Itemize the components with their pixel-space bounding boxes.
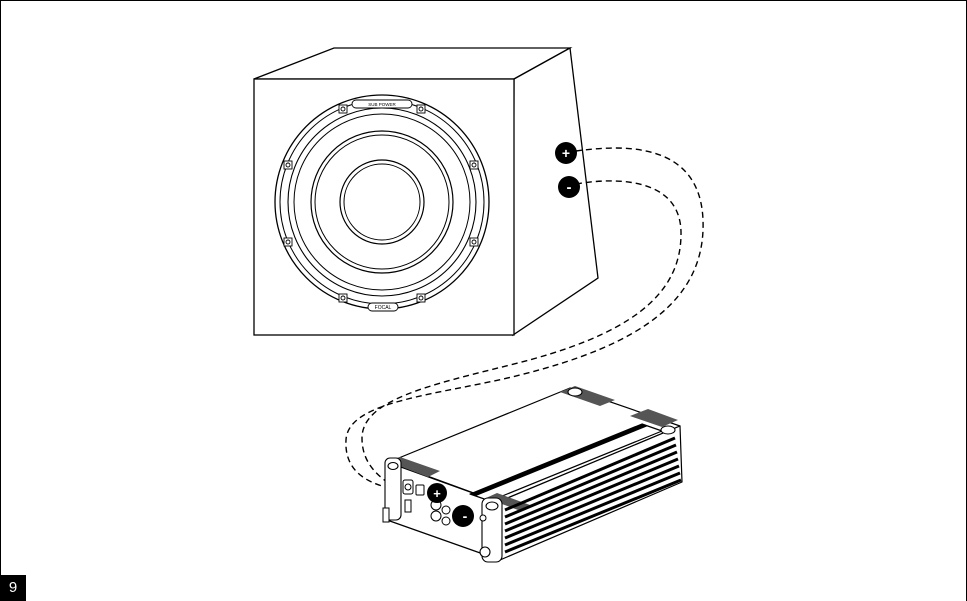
- subwoofer-terminal-plus: +: [555, 142, 577, 164]
- driver-brand-label: FOCAL: [375, 305, 392, 311]
- amplifier: [386, 386, 683, 561]
- page-number-badge: 9: [0, 575, 26, 601]
- amplifier-minus-label: -: [463, 508, 468, 524]
- amplifier-terminal-plus: +: [427, 483, 447, 503]
- subwoofer-terminal-minus: -: [558, 176, 580, 198]
- amplifier-terminal-minus: -: [452, 505, 474, 527]
- amplifier-corner-posts: [384, 387, 676, 563]
- driver-mount-screws: [283, 104, 479, 303]
- subwoofer-minus-label: -: [567, 179, 572, 196]
- speaker-cables: [345, 147, 704, 516]
- driver-ring-label: SUB POWER: [368, 102, 396, 107]
- subwoofer-plus-label: +: [562, 145, 570, 161]
- amplifier-heatsink-fins: [504, 436, 682, 554]
- negative-cable: [361, 180, 682, 516]
- amplifier-connector-panel: [382, 479, 487, 526]
- amplifier-plus-label: +: [433, 486, 441, 501]
- subwoofer-driver: [274, 94, 490, 312]
- subwoofer-enclosure: [253, 46, 599, 337]
